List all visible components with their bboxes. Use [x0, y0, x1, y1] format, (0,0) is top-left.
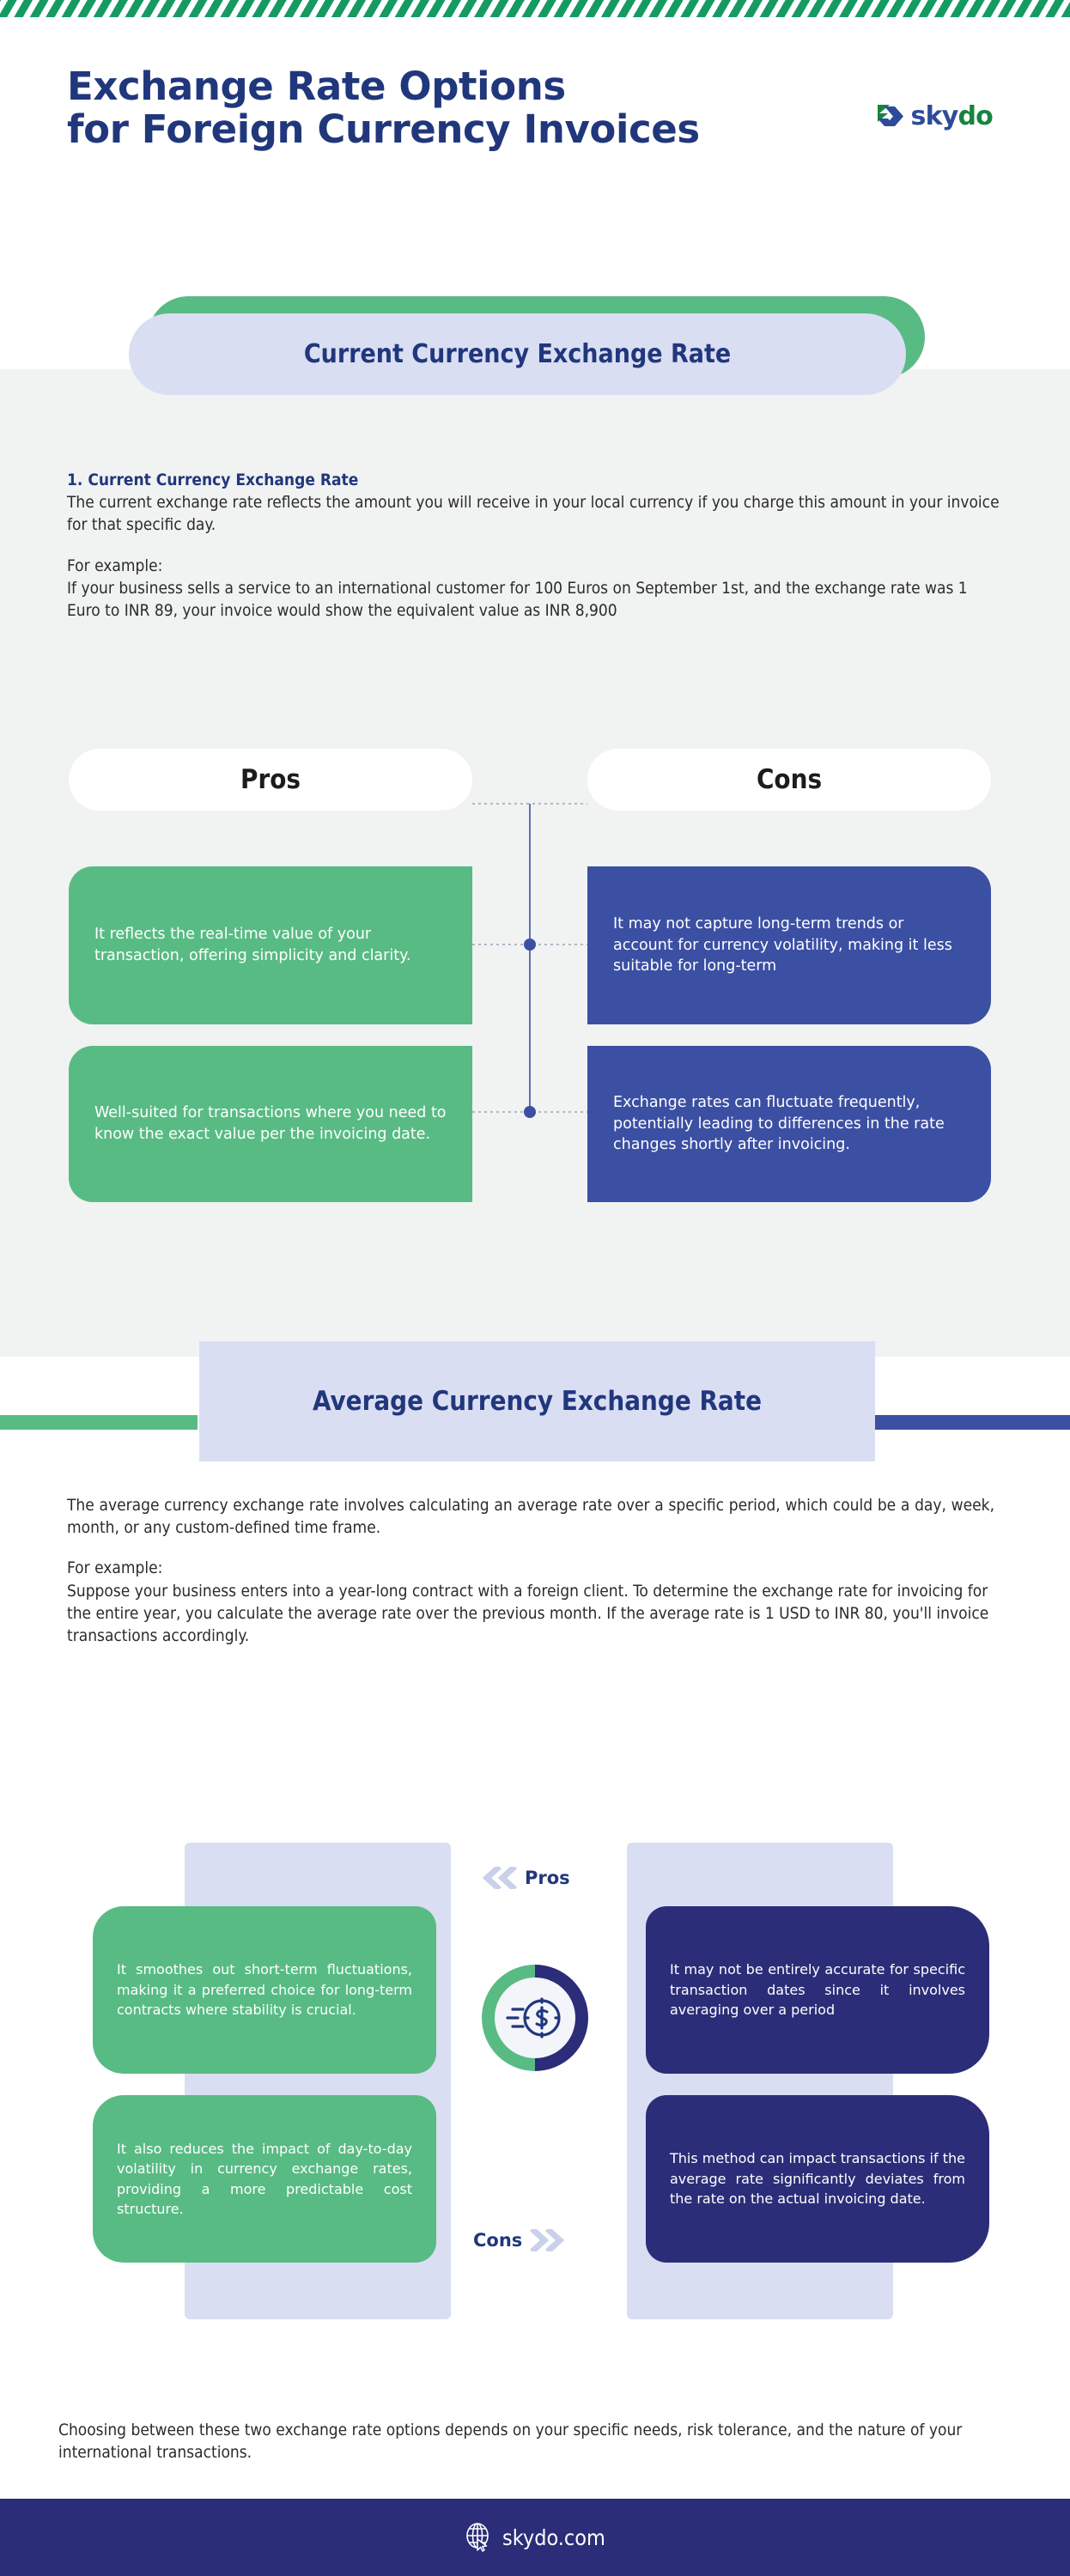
section2-example-label: For example:: [67, 1558, 163, 1578]
conclusion-copy: Choosing between these two exchange rate…: [58, 2419, 994, 2464]
section2-banner-box: Average Currency Exchange Rate: [199, 1341, 875, 1461]
section1-banner: Current Currency Exchange Rate: [0, 296, 1070, 408]
section2-pro-card-text: It also reduces the impact of day-to-day…: [117, 2140, 412, 2217]
section1-pros-tab[interactable]: Pros: [69, 749, 472, 811]
section1-pros-tab-label: Pros: [240, 764, 301, 795]
section2-pro-card-text: It smoothes out short-term fluctuations,…: [117, 1961, 412, 2019]
section1-example-text: If your business sells a service to an i…: [67, 578, 968, 621]
section1-cons-tab[interactable]: Cons: [587, 749, 991, 811]
section1-example-label: For example:: [67, 556, 163, 575]
section2-comparison: It smoothes out short-term fluctuations,…: [0, 1829, 1070, 2344]
section1-cons-tab-label: Cons: [756, 764, 823, 795]
section2-pros-label-group: Pros: [480, 1867, 570, 1889]
brand-word-do: do: [958, 100, 994, 131]
section1-tab-row: Pros Cons: [0, 749, 1070, 813]
page-title-line-1: Exchange Rate Options: [67, 64, 566, 109]
page-title: Exchange Rate Options for Foreign Curren…: [67, 64, 797, 153]
section1-paragraph-1: The current exchange rate reflects the a…: [67, 493, 1000, 535]
section2-banner-label: Average Currency Exchange Rate: [312, 1386, 763, 1417]
section2-con-card-text: This method can impact transactions if t…: [670, 2150, 965, 2208]
conclusion-text: Choosing between these two exchange rate…: [58, 2421, 963, 2463]
section2-example-text: Suppose your business enters into a year…: [67, 1581, 989, 1646]
section1-heading: 1. Current Currency Exchange Rate: [67, 471, 359, 489]
section1-con-card: Exchange rates can fluctuate frequently,…: [587, 1046, 991, 1202]
section2-cons-label-group: Cons: [473, 2229, 567, 2251]
section2-cons-label: Cons: [473, 2230, 523, 2251]
section2-banner-green-bar: [0, 1415, 198, 1430]
page-title-line-2: for Foreign Currency Invoices: [67, 106, 700, 153]
copy-spacer: [67, 537, 1003, 555]
money-speed-dollar-icon: [506, 1997, 561, 2038]
section1-con-card: It may not capture long-term trends or a…: [587, 866, 991, 1024]
section1-copy: 1. Current Currency Exchange Rate The cu…: [67, 469, 1003, 622]
section1-pro-card: Well-suited for transactions where you n…: [69, 1046, 472, 1202]
section2-con-card: This method can impact transactions if t…: [646, 2095, 989, 2263]
section1-pro-card: It reflects the real-time value of your …: [69, 866, 472, 1024]
chevron-right-double-icon: [527, 2229, 567, 2251]
section2-banner-blue-bar: [840, 1415, 1070, 1430]
section1-con-card-text: Exchange rates can fluctuate frequently,…: [613, 1093, 945, 1154]
donut-svg: [482, 1965, 588, 2071]
brand-word-sky: sky: [910, 100, 959, 131]
section1-pro-card-text: Well-suited for transactions where you n…: [94, 1104, 447, 1143]
footer-website[interactable]: skydo.com: [502, 2524, 605, 2550]
section2-pro-card: It also reduces the impact of day-to-day…: [93, 2095, 436, 2263]
section1-con-card-text: It may not capture long-term trends or a…: [613, 914, 952, 975]
chevron-left-double-icon: [480, 1867, 520, 1889]
copy-spacer: [67, 1539, 994, 1557]
section1-banner-label: Current Currency Exchange Rate: [303, 339, 732, 369]
section2-pro-card: It smoothes out short-term fluctuations,…: [93, 1906, 436, 2074]
section2-banner: Average Currency Exchange Rate: [0, 1305, 1070, 1461]
section2-con-card: It may not be entirely accurate for spec…: [646, 1906, 989, 2074]
section2-paragraph-1: The average currency exchange rate invol…: [67, 1496, 994, 1538]
globe-cursor-icon: [466, 2523, 489, 2552]
section2-con-card-text: It may not be entirely accurate for spec…: [670, 1961, 965, 2019]
section2-center-column: Pros Cons: [449, 1829, 621, 2336]
skydo-chevron-mark-icon: [877, 105, 903, 126]
page-header: Exchange Rate Options for Foreign Curren…: [0, 53, 1070, 225]
section1-banner-pill: Current Currency Exchange Rate: [129, 313, 906, 395]
section2-pros-label: Pros: [525, 1868, 570, 1888]
brand-wordmark: skydo: [910, 100, 994, 131]
page-footer: skydo.com: [0, 2499, 1070, 2576]
section1-pro-card-text: It reflects the real-time value of your …: [94, 926, 411, 964]
section2-donut-chart: [475, 1958, 595, 2078]
section2-copy: The average currency exchange rate invol…: [67, 1494, 994, 1647]
decorative-stripe-band: [0, 0, 1070, 17]
brand-logo[interactable]: skydo: [876, 100, 994, 131]
